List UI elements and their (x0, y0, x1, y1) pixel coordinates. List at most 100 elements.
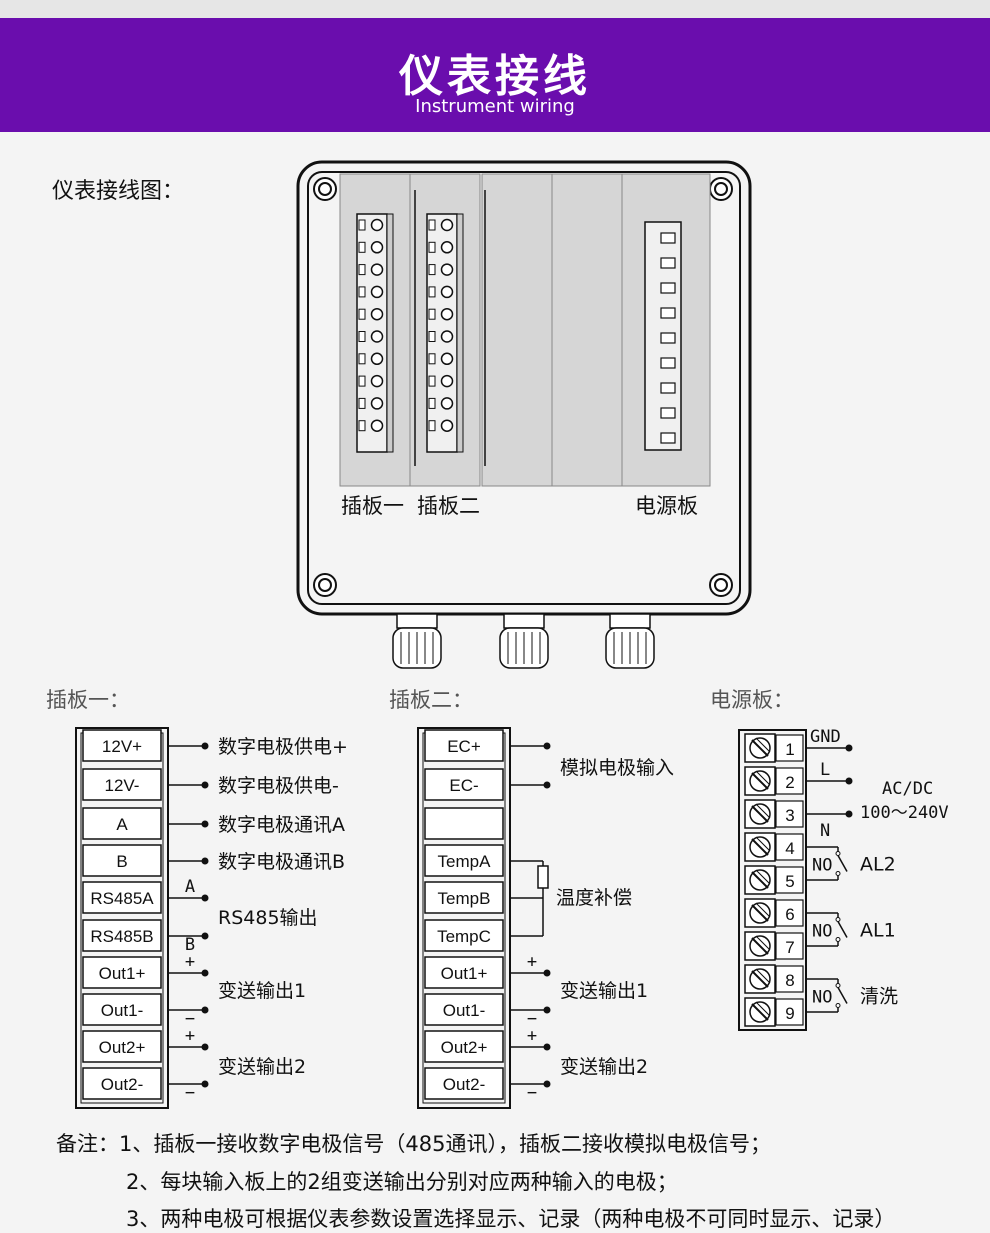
terminal-box (82, 729, 162, 762)
terminal-label: Out2+ (441, 1038, 488, 1057)
banner-title: 仪表接线 (399, 51, 591, 102)
polarity-mark: + (185, 952, 195, 972)
relay-type: NO (812, 922, 832, 942)
terminal-label: 12V- (105, 776, 140, 795)
terminal-number: 6 (785, 905, 794, 924)
terminal-box (424, 881, 504, 914)
screw-slot (755, 968, 771, 984)
terminal-slot (428, 308, 436, 320)
polarity-mark: + (527, 952, 537, 972)
terminal-screw-icon (440, 374, 454, 388)
diagram-title: 仪表接线图： (52, 179, 185, 204)
power-terminal-slot (660, 332, 676, 344)
terminal-number: 5 (785, 872, 794, 891)
terminal-screw-icon (440, 352, 454, 366)
terminal-label: TempB (438, 889, 491, 908)
wire-label: 模拟电极输入 (560, 757, 674, 779)
terminal-box (82, 807, 162, 840)
wire-dot (201, 1006, 209, 1014)
board2-title: 插板二： (389, 688, 473, 712)
terminal-number-box (775, 800, 804, 828)
header-banner: 仪表接线 Instrument wiring (0, 18, 990, 132)
wire-dot (201, 1080, 209, 1088)
terminal-label: RS485A (90, 889, 154, 908)
screw-slot (751, 871, 769, 889)
relay-label: AL2 (860, 854, 896, 876)
terminal-slot (428, 375, 436, 387)
terminal-screw-icon (370, 330, 384, 343)
wire-label: 变送输出2 (560, 1056, 648, 1078)
terminal-box (82, 844, 162, 877)
terminal-box (424, 956, 504, 989)
relay-label: 清洗 (860, 986, 898, 1008)
wire-label: 数字电极供电+ (218, 736, 348, 758)
screw-slot (751, 838, 769, 856)
terminal-screw-icon (440, 330, 454, 343)
terminal-slot (428, 331, 436, 342)
screw-slot (755, 836, 771, 852)
relay-contact-icon (837, 855, 848, 872)
terminal-number: 7 (785, 938, 794, 957)
terminal-screw-icon (370, 419, 384, 432)
board-label-power: 电源板 (635, 494, 698, 518)
terminal-label: Out2- (101, 1075, 144, 1094)
terminal-slot (428, 397, 436, 409)
board-label-2: 插板二 (417, 494, 480, 518)
terminal-label: EC- (449, 776, 478, 795)
wire-label: L (820, 760, 830, 780)
terminal-box (82, 1030, 162, 1063)
wire-dot (201, 969, 209, 977)
terminal-box (424, 807, 504, 840)
screw-slot (751, 937, 769, 955)
terminal-slot (428, 219, 436, 231)
polarity-mark: + (185, 1026, 195, 1046)
terminal-number-box (775, 998, 804, 1026)
terminal-label: A (116, 815, 128, 834)
terminal-screw-icon (440, 419, 454, 432)
wire-dot (845, 744, 853, 752)
terminal-box (82, 881, 162, 914)
top-strip (0, 0, 990, 18)
terminal-number-box (775, 767, 804, 795)
terminal-screw-icon (440, 241, 454, 254)
terminal-screw-icon (440, 285, 454, 299)
terminal-screw-icon (370, 352, 384, 366)
power-terminal-slot (660, 307, 676, 319)
wire-dot (201, 1043, 209, 1051)
screw-slot (751, 970, 769, 988)
terminal-slot (428, 264, 436, 276)
terminal-box (424, 1030, 504, 1063)
relay-contact-icon (835, 851, 841, 856)
terminal-label: TempA (438, 852, 492, 871)
terminal-label: Out1- (101, 1001, 144, 1020)
wire-dot (845, 810, 853, 818)
supply-label: 100～240V (860, 803, 949, 823)
terminal-label: Out1+ (441, 964, 488, 983)
terminal-number-box (775, 899, 804, 927)
terminal-screw-icon (370, 263, 384, 276)
polarity-mark: + (527, 1026, 537, 1046)
screw-slot (755, 869, 771, 885)
terminal-screw-icon (370, 307, 384, 321)
note-line-1: 备注：1、插板一接收数字电极信号（485通讯），插板二接收模拟电极信号； (56, 1132, 771, 1156)
wire-dot (201, 894, 209, 902)
note-line-2: 2、每块输入板上的2组变送输出分别对应两种输入的电极； (126, 1170, 678, 1194)
relay-type: NO (812, 856, 832, 876)
relay-contact-icon (835, 983, 841, 988)
terminal-box (82, 956, 162, 989)
terminal-slot (358, 375, 366, 387)
terminal-label: RS485B (90, 927, 153, 946)
wire-label: 数字电极供电- (218, 775, 339, 797)
terminal-slot (358, 397, 366, 409)
terminal-slot (358, 241, 366, 253)
enclosure (296, 160, 752, 669)
wire-dot (543, 969, 551, 977)
terminal-box (82, 919, 162, 952)
screw-slot (751, 805, 769, 823)
screw-slot (755, 737, 771, 753)
relay-contact-icon (835, 1003, 841, 1008)
wire-label: 数字电极通讯B (218, 851, 345, 873)
terminal-label: Out2+ (99, 1038, 146, 1057)
